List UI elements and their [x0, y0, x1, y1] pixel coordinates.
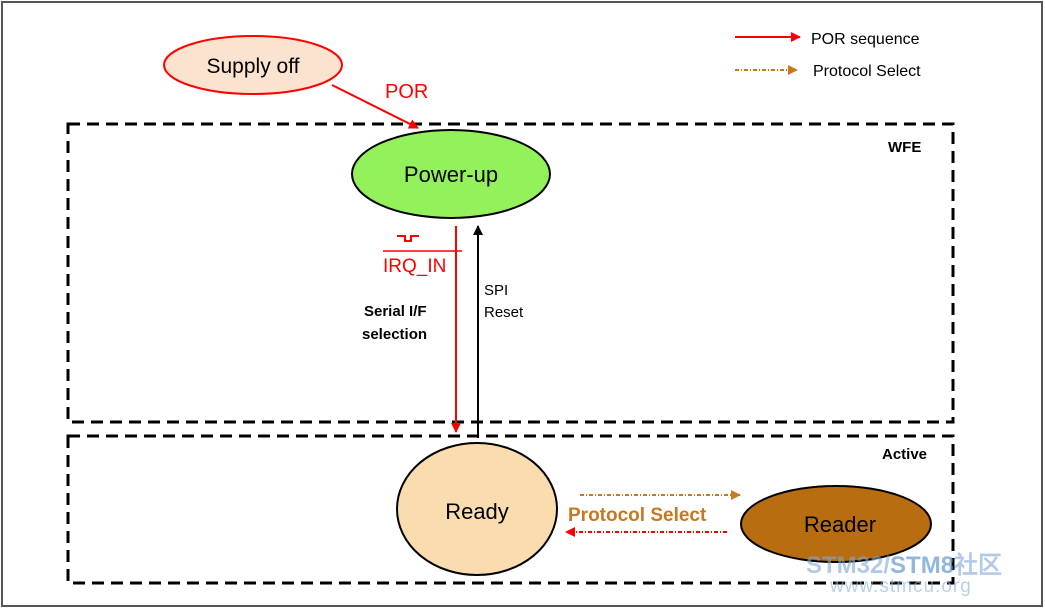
wfe-region-label: WFE — [888, 139, 921, 156]
por-label: POR — [385, 81, 428, 103]
wfe-region — [66, 122, 955, 424]
watermark-line1: STM32/STM8社区 — [806, 551, 1002, 579]
active-region — [66, 434, 955, 585]
spi-label: SPI — [484, 282, 508, 299]
power-up-label: Power-up — [404, 162, 498, 187]
supply-off-label: Supply off — [206, 55, 299, 78]
supply-off-node — [163, 35, 343, 95]
active-region-label: Active — [882, 446, 927, 463]
serial-selection-label: selection — [362, 326, 427, 343]
watermark-line2: www.stmcu.org — [829, 576, 972, 597]
reset-label: Reset — [484, 304, 524, 321]
watermark: STM32/STM8社区 www.stmcu.org — [806, 551, 1002, 597]
power-up-node — [351, 129, 551, 219]
reader-node — [740, 485, 932, 563]
legend-protocol-label: Protocol Select — [813, 63, 921, 80]
irq-pulse-icon — [397, 235, 419, 242]
reader-label: Reader — [804, 512, 876, 537]
por-arrow — [331, 84, 419, 129]
legend-por-label: POR sequence — [811, 31, 920, 48]
ready-node — [396, 442, 558, 576]
serial-if-label: Serial I/F — [364, 303, 427, 320]
protocol-select-label: Protocol Select — [568, 505, 707, 526]
irq-in-label: IRQ_IN — [383, 256, 446, 277]
ready-label: Ready — [445, 499, 509, 524]
legend: POR sequence Protocol Select — [735, 31, 921, 80]
